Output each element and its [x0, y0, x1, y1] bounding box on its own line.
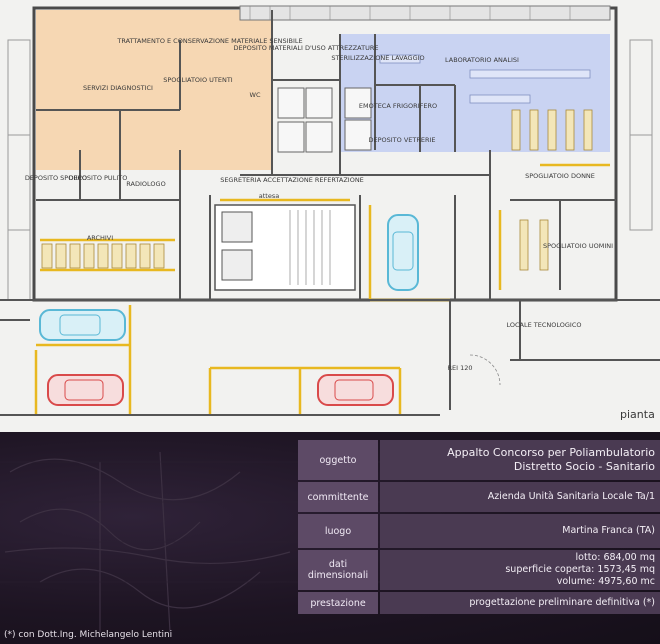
room-sterilizzazione: STERILIZZAZIONE LAVAGGIO [331, 54, 424, 62]
room-archivi: ARCHIVI [87, 234, 113, 242]
key-oggetto: oggetto [298, 440, 378, 480]
room-radiologo: RADIOLOGO [126, 180, 165, 188]
room-emoteca: EMOTECA FRIGORIFERO [359, 102, 437, 110]
info-panel-background: oggetto Appalto Concorso per Poliambulat… [0, 432, 660, 644]
key-dati-dimensionali: dati dimensionali [298, 550, 378, 590]
value-oggetto: Appalto Concorso per Poliambulatorio Dis… [380, 440, 660, 480]
room-deposito-attrezzature: DEPOSITO MATERIALI D'USO ATTREZZATURE [234, 44, 379, 52]
key-prestazione: prestazione [298, 592, 378, 614]
floor-plan: TRATTAMENTO E CONSERVAZIONE MATERIALE SE… [0, 0, 660, 432]
room-segreteria: SEGRETERIA ACCETTAZIONE REFERTAZIONE [220, 176, 364, 184]
room-spogliatoio-donne: SPOGLIATOIO DONNE [525, 172, 595, 180]
project-info-table: oggetto Appalto Concorso per Poliambulat… [298, 440, 660, 616]
key-committente: committente [298, 482, 378, 512]
room-deposito-sporco: DEPOSITO SPORCO [25, 174, 87, 182]
room-servizi-diagnostici: SERVIZI DIAGNOSTICI [83, 84, 153, 92]
room-deposito-pulito: DEPOSITO PULITO [69, 174, 128, 182]
row-committente: committente Azienda Unità Sanitaria Loca… [298, 482, 660, 512]
room-trattamento: TRATTAMENTO E CONSERVAZIONE MATERIALE SE… [116, 37, 302, 45]
value-dati-dimensionali: lotto: 684,00 mq superficie coperta: 157… [380, 550, 660, 590]
value-prestazione: progettazione preliminare definitiva (*) [380, 592, 660, 614]
row-prestazione: prestazione progettazione preliminare de… [298, 592, 660, 614]
room-locale-tecnologico: LOCALE TECNOLOGICO [507, 321, 582, 329]
warm-zone [36, 10, 272, 170]
room-rei: REI 120 [447, 364, 472, 372]
car-cyan-top [39, 309, 126, 341]
credit-note: (*) con Dott.Ing. Michelangelo Lentini [4, 630, 173, 640]
value-committente: Azienda Unità Sanitaria Locale Ta/1 [380, 482, 660, 512]
room-wc: WC [250, 91, 261, 99]
car-red-left [47, 374, 124, 406]
value-luogo: Martina Franca (TA) [380, 514, 660, 548]
key-luogo: luogo [298, 514, 378, 548]
lab-zone [340, 34, 610, 152]
view-label: pianta [620, 408, 655, 421]
car-cyan-vertical [387, 214, 419, 291]
floor-plan-drawing: TRATTAMENTO E CONSERVAZIONE MATERIALE SE… [0, 5, 660, 421]
room-attesa: attesa [259, 192, 279, 200]
car-red-right [317, 374, 394, 406]
room-laboratorio: LABORATORIO ANALISI [445, 56, 519, 64]
row-dati-dimensionali: dati dimensionali lotto: 684,00 mq super… [298, 550, 660, 590]
row-luogo: luogo Martina Franca (TA) [298, 514, 660, 548]
row-oggetto: oggetto Appalto Concorso per Poliambulat… [298, 440, 660, 480]
room-spogliatoio-uomini: SPOGLIATOIO UOMINI [543, 242, 613, 250]
room-deposito-vetrerie: DEPOSITO VETRERIE [368, 136, 435, 144]
room-spogliatoio-utenti: SPOGLIATOIO UTENTI [163, 76, 233, 84]
